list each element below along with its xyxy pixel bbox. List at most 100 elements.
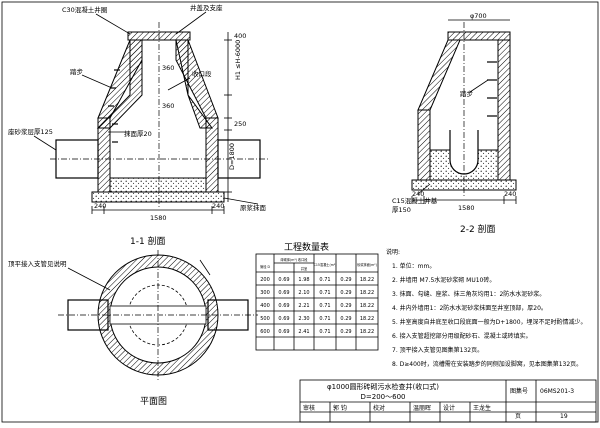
chamber-wall-right	[205, 117, 219, 193]
table-cell: 300	[260, 290, 270, 296]
design-name: 王龙生	[473, 404, 491, 412]
table-cell: 0.69	[278, 290, 289, 296]
note-6: 6. 接入支管超挖部分用级配砂石、混凝土或砖填实。	[392, 332, 532, 340]
drawing-title-2: D=200～600	[361, 393, 406, 401]
table-cell: 18.22	[360, 303, 374, 309]
chamber-wall-left	[97, 117, 111, 193]
table-header: C15混凝土(m³)	[314, 262, 337, 267]
dim-d: D=1800	[228, 143, 236, 170]
table-cell: 0.29	[340, 277, 351, 283]
ladder-steps-2	[487, 61, 497, 117]
dim-240b-2: 240	[504, 190, 516, 198]
table-cell: 0.71	[319, 316, 330, 322]
table-header: 井室	[301, 266, 307, 271]
pipe-base-label: 座砂浆层厚125	[8, 127, 53, 136]
table-header: 砂浆抹面(m²)	[357, 262, 377, 267]
ladder-label-2: 踏步	[460, 89, 474, 98]
table-cell: 2.41	[298, 329, 309, 335]
right-wall-2	[497, 39, 511, 181]
dim-top: 400	[234, 32, 246, 40]
table-cell: 0.69	[278, 316, 289, 322]
dim-250: 250	[234, 120, 246, 128]
table-header: 管径 D	[260, 264, 270, 269]
table-cell: 1.98	[298, 277, 309, 283]
table-cell: 0.71	[319, 277, 330, 283]
table-cell: 0.71	[319, 303, 330, 309]
dim-240-2: 240	[412, 190, 424, 198]
table-header: 砖砌体(m³) 收口段	[280, 257, 308, 262]
base-label-2: C15混凝土井基	[392, 196, 438, 205]
left-wall-2	[417, 109, 431, 181]
base-slab	[91, 191, 225, 203]
channel-bench	[109, 177, 207, 193]
cover-label: C30混凝土井圈	[62, 5, 107, 14]
note-3: 3. 抹面、勾缝、座浆、抹三角灰均用1：2防水水泥砂浆。	[392, 290, 545, 298]
table-cell: 18.22	[360, 329, 374, 335]
design-label: 设计	[443, 404, 455, 412]
neck-label: 收口段	[192, 69, 212, 78]
review-name: 郭 钧	[333, 404, 347, 412]
table-cell: 400	[260, 303, 270, 309]
dim-360b: 360	[162, 102, 174, 110]
right-cone	[175, 39, 219, 119]
table-cell: 2.30	[298, 316, 309, 322]
atlas-no: 06MS201-3	[540, 388, 574, 395]
mortar-label: 抹面厚20	[124, 129, 152, 138]
table-cell: 0.29	[340, 316, 351, 322]
table-cell: 18.22	[360, 290, 374, 296]
table-cell: 18.22	[360, 316, 374, 322]
note-1: 1. 单位：mm。	[392, 262, 435, 270]
table-title: 工程数量表	[284, 241, 329, 253]
atlas-label: 图集号	[510, 387, 528, 395]
table-cell: 0.69	[278, 277, 289, 283]
page-label: 页	[515, 413, 521, 420]
note-4: 4. 井内外墙用1：2防水水泥砂浆抹面至井室顶部，厚20。	[392, 304, 547, 312]
title-block-frame	[299, 379, 597, 423]
table-cell: 600	[260, 329, 270, 335]
dim-360a: 360	[162, 64, 174, 72]
notes-title: 说明:	[386, 248, 400, 256]
quantity-table	[255, 253, 379, 351]
ladder-label: 踏步	[70, 67, 84, 76]
table-cell: 0.29	[340, 329, 351, 335]
cover-ring-2	[447, 31, 511, 41]
dim-1580-2: 1580	[458, 204, 475, 212]
table-cell: 0.71	[319, 329, 330, 335]
table-cell: 0.69	[278, 303, 289, 309]
note-7: 7. 顶平接入支管见图集第132页。	[392, 346, 483, 354]
note-8: 8. D≥400时，流槽需在安装踏步的同侧加设脚窝，见本图集第132页。	[392, 360, 582, 368]
table-cell: 0.29	[340, 290, 351, 296]
section-2-2	[411, 19, 517, 204]
section-1-title: 1-1 剖面	[130, 235, 166, 247]
dim-240b: 240	[212, 202, 224, 210]
drawing-title-1: φ1000圆形砖砌污水检查井(收口式)	[327, 382, 439, 391]
manhole-cover-label: 井盖及支座	[190, 3, 223, 12]
table-cell: 0.71	[319, 290, 330, 296]
check-name: 温丽晖	[413, 404, 431, 412]
dim-700: φ700	[470, 12, 487, 20]
note-2: 2. 井墙用 M7.5水泥砂浆砌 MU10砖。	[392, 276, 495, 284]
plan-title: 平面图	[140, 396, 167, 407]
table-cell: 200	[260, 277, 270, 283]
base-thick-2: 厚150	[392, 206, 411, 214]
dim-240a: 240	[94, 202, 106, 210]
table-cell: 18.22	[360, 277, 374, 283]
dim-1580: 1580	[150, 214, 167, 222]
table-cell: 0.29	[340, 303, 351, 309]
section-1-1	[33, 11, 268, 214]
base-label: 原浆抹面	[240, 203, 267, 212]
left-cone-2	[417, 39, 461, 111]
plan-view	[58, 250, 258, 380]
note-5: 5. 井室高度自井底至收口段底面一般为D+1800，埋深不足时酌情减少。	[392, 318, 587, 326]
table-cell: 500	[260, 316, 270, 322]
review-label: 审核	[303, 404, 315, 412]
check-label: 校对	[373, 404, 385, 412]
plan-note-label: 顶平接入支管见说明	[8, 259, 67, 268]
section-2-title: 2-2 剖面	[460, 223, 496, 235]
table-cell: 0.69	[278, 329, 289, 335]
left-cone	[97, 39, 143, 119]
page-no: 19	[560, 413, 568, 420]
dim-h: H1 ≤H-6000	[234, 40, 242, 80]
